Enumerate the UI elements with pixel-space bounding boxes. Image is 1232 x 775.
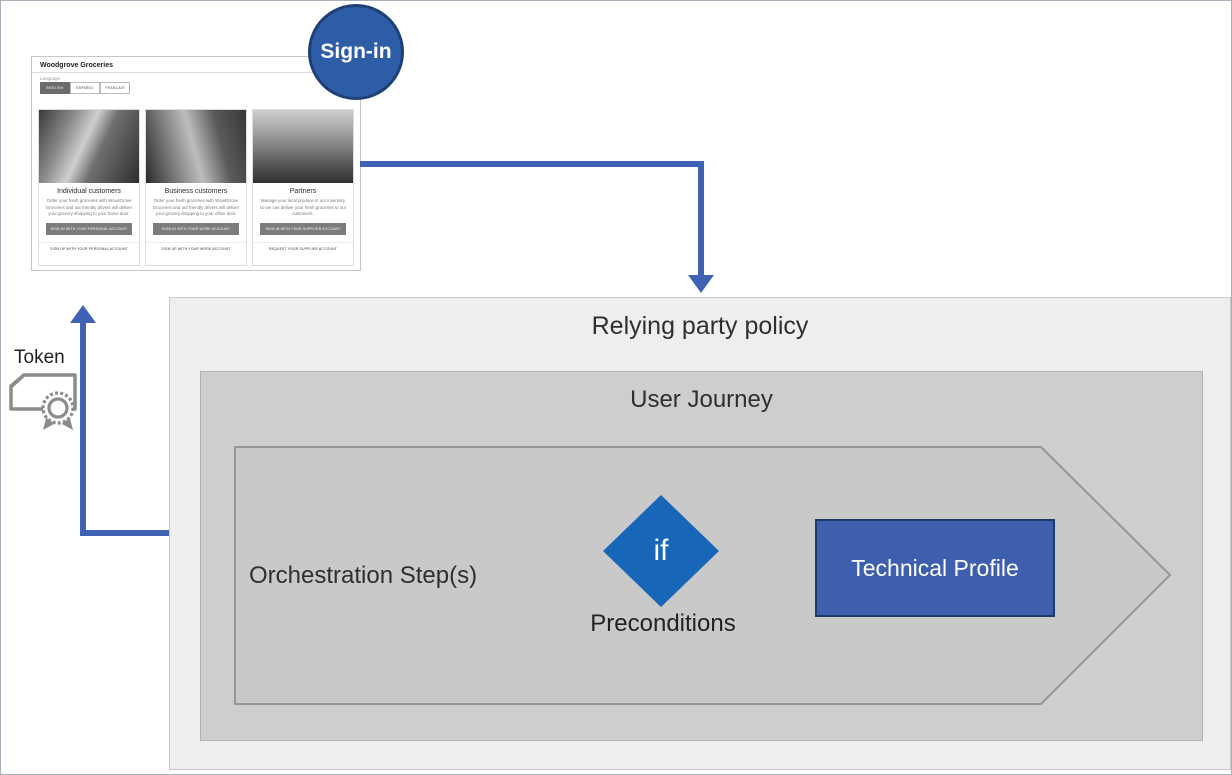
- signup-personal-link[interactable]: SIGN UP WITH YOUR PERSONAL ACCOUNT: [39, 241, 139, 251]
- sign-in-badge: Sign-in: [308, 4, 404, 100]
- card-partners: Partners Manage your local produce in ou…: [252, 109, 354, 266]
- language-button-francais[interactable]: FRANÇAIS: [100, 82, 130, 94]
- orchestration-steps-label: Orchestration Step(s): [249, 562, 478, 589]
- technical-profile-box: Technical Profile: [815, 519, 1055, 617]
- certificate-icon: [9, 373, 77, 430]
- language-button-english[interactable]: ENGLISH: [40, 82, 70, 94]
- card-description: Order your fresh groceries with WoodGrov…: [45, 198, 133, 217]
- token-label: Token: [14, 347, 65, 368]
- signin-arrow-vertical: [698, 161, 704, 276]
- language-switcher: ENGLISH ESPAÑOL FRANÇAIS: [40, 82, 130, 94]
- signin-arrow-horizontal: [360, 161, 704, 167]
- user-journey-title: User Journey: [630, 386, 773, 413]
- card-title: Individual customers: [57, 188, 121, 195]
- sign-in-label: Sign-in: [320, 40, 392, 63]
- card-title: Partners: [289, 188, 317, 195]
- user-journey-box: User Journey Orchestration Step(s) if Pr…: [200, 371, 1203, 741]
- photo-individual-customers: [39, 110, 139, 183]
- language-button-espanol[interactable]: ESPAÑOL: [70, 82, 100, 94]
- token-arrow-horizontal: [80, 530, 169, 536]
- orchestration-chevron-shape: [234, 446, 1172, 705]
- card-individual-customers: Individual customers Order your fresh gr…: [38, 109, 140, 266]
- signup-work-link[interactable]: SIGN UP WITH YOUR WORK ACCOUNT: [146, 241, 246, 251]
- card-business-customers: Business customers Order your fresh groc…: [145, 109, 247, 266]
- woodgrove-site-mockup: Woodgrove Groceries Language ENGLISH ESP…: [31, 56, 361, 271]
- account-cards: Individual customers Order your fresh gr…: [38, 109, 354, 266]
- request-supplier-link[interactable]: REQUEST YOUR SUPPLIER ACCOUNT: [253, 241, 353, 251]
- if-label: if: [653, 534, 669, 567]
- photo-partners: [253, 110, 353, 183]
- if-condition-diamond: if: [601, 493, 721, 609]
- relying-party-policy-box: Relying party policy User Journey Orches…: [169, 297, 1231, 770]
- signin-arrowhead-icon: [688, 275, 714, 293]
- signin-work-button[interactable]: SIGN IN WITH YOUR WORK ACCOUNT: [153, 222, 239, 235]
- technical-profile-label: Technical Profile: [851, 554, 1019, 581]
- site-title: Woodgrove Groceries: [40, 62, 114, 69]
- card-title: Business customers: [164, 188, 228, 195]
- token-arrowhead-icon: [70, 305, 96, 323]
- title-divider: [32, 72, 360, 73]
- signin-personal-button[interactable]: SIGN IN WITH YOUR PERSONAL ACCOUNT: [46, 222, 132, 235]
- preconditions-label: Preconditions: [590, 610, 736, 637]
- token-arrow-vertical: [80, 323, 86, 536]
- card-description: Order your fresh groceries with WoodGrov…: [152, 198, 240, 217]
- signin-supplier-button[interactable]: SIGN IN WITH YOUR SUPPLIER ACCOUNT: [260, 222, 346, 235]
- photo-business-customers: [146, 110, 246, 183]
- card-description: Manage your local produce in our invento…: [259, 198, 347, 217]
- language-label: Language: [40, 76, 61, 81]
- relying-party-policy-title: Relying party policy: [591, 312, 809, 340]
